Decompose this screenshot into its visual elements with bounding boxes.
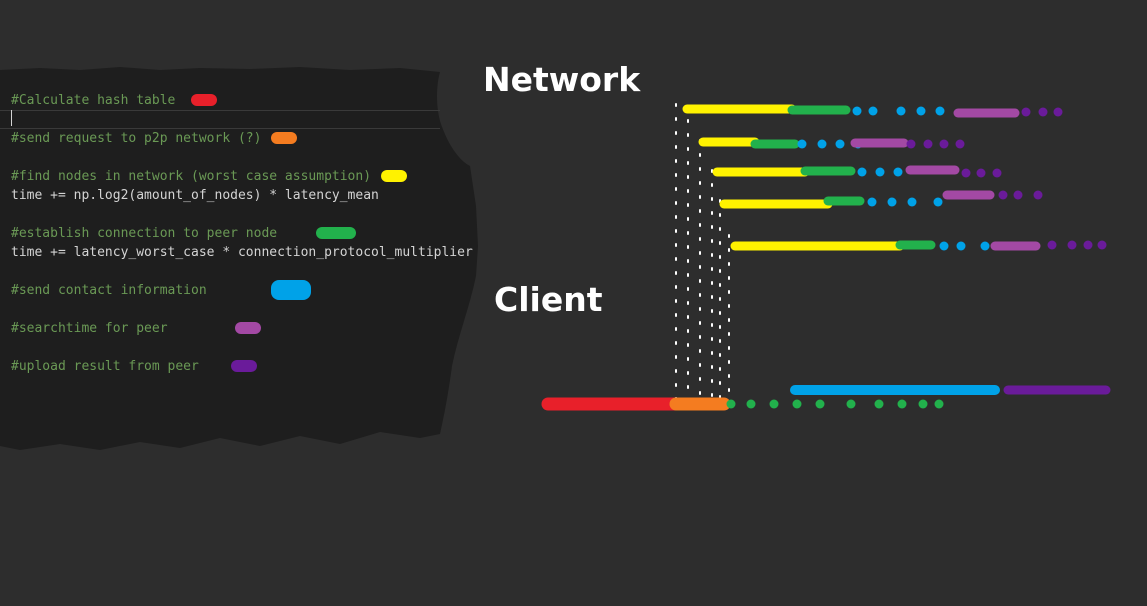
yellow-marker-blob	[381, 170, 407, 182]
client-label: Client	[494, 280, 603, 319]
purple-dot	[906, 139, 916, 149]
green-dot	[918, 399, 928, 409]
code-comment-line[interactable]: #send contact information	[11, 280, 481, 300]
blue-dot	[896, 106, 906, 116]
torn-editor-background	[0, 67, 478, 450]
blue-dot	[857, 167, 867, 177]
green-dot	[746, 399, 756, 409]
code-line[interactable]: time += np.log2(amount_of_nodes) * laten…	[11, 188, 379, 203]
blue-dot	[817, 139, 827, 149]
purple-dot	[1097, 240, 1107, 250]
blue-dot	[907, 197, 917, 207]
purple-dot	[1021, 107, 1031, 117]
green-dot	[934, 399, 944, 409]
purple-dot	[992, 168, 1002, 178]
current-line-highlight	[0, 110, 440, 129]
blue-dot	[835, 139, 845, 149]
purple-dot	[939, 139, 949, 149]
purple-dot	[955, 139, 965, 149]
blue-dot	[933, 197, 943, 207]
network-label: Network	[483, 60, 641, 99]
blue-dot	[893, 167, 903, 177]
code-comment-line[interactable]: #establish connection to peer node	[11, 224, 481, 243]
green-marker-blob	[316, 227, 356, 239]
pink-marker-blob	[235, 322, 261, 334]
blue-dot	[868, 106, 878, 116]
green-dot	[874, 399, 884, 409]
green-dot	[769, 399, 779, 409]
blue-dot	[916, 106, 926, 116]
code-comment-line[interactable]: #searchtime for peer	[11, 319, 481, 338]
blue-marker-blob	[271, 280, 311, 300]
text-cursor	[11, 110, 12, 126]
purple-dot	[1053, 107, 1063, 117]
green-dot	[815, 399, 825, 409]
green-dot	[792, 399, 802, 409]
code-editor-pane	[0, 66, 480, 450]
blue-dot	[956, 241, 966, 251]
purple-dot	[923, 139, 933, 149]
editor-background-shape	[0, 67, 478, 450]
green-dot	[897, 399, 907, 409]
code-comment-line[interactable]: #find nodes in network (worst case assum…	[11, 167, 481, 186]
purple-dot	[961, 168, 971, 178]
blue-dot	[980, 241, 990, 251]
blue-dot	[935, 106, 945, 116]
blue-dot	[867, 197, 877, 207]
blue-dot	[875, 167, 885, 177]
purple-dot	[1038, 107, 1048, 117]
code-comment-line[interactable]: #upload result from peer	[11, 357, 481, 376]
purple-dot	[1067, 240, 1077, 250]
purple-dot	[998, 190, 1008, 200]
purple-marker-blob	[231, 360, 257, 372]
code-comment-line[interactable]: #send request to p2p network (?)	[11, 129, 481, 148]
code-lines[interactable]: #Calculate hash table #send request to p…	[11, 91, 481, 376]
code-line[interactable]: time += latency_worst_case * connection_…	[11, 245, 473, 260]
blue-dot	[852, 106, 862, 116]
blue-dot	[797, 139, 807, 149]
blue-dot	[939, 241, 949, 251]
red-marker-blob	[191, 94, 217, 106]
blue-dot	[887, 197, 897, 207]
purple-dot	[1047, 240, 1057, 250]
green-dot	[846, 399, 856, 409]
purple-dot	[1083, 240, 1093, 250]
green-dot	[726, 399, 736, 409]
purple-dot	[1013, 190, 1023, 200]
purple-dot	[976, 168, 986, 178]
code-comment-line[interactable]: #Calculate hash table	[11, 91, 481, 110]
orange-marker-blob	[271, 132, 297, 144]
purple-dot	[1033, 190, 1043, 200]
